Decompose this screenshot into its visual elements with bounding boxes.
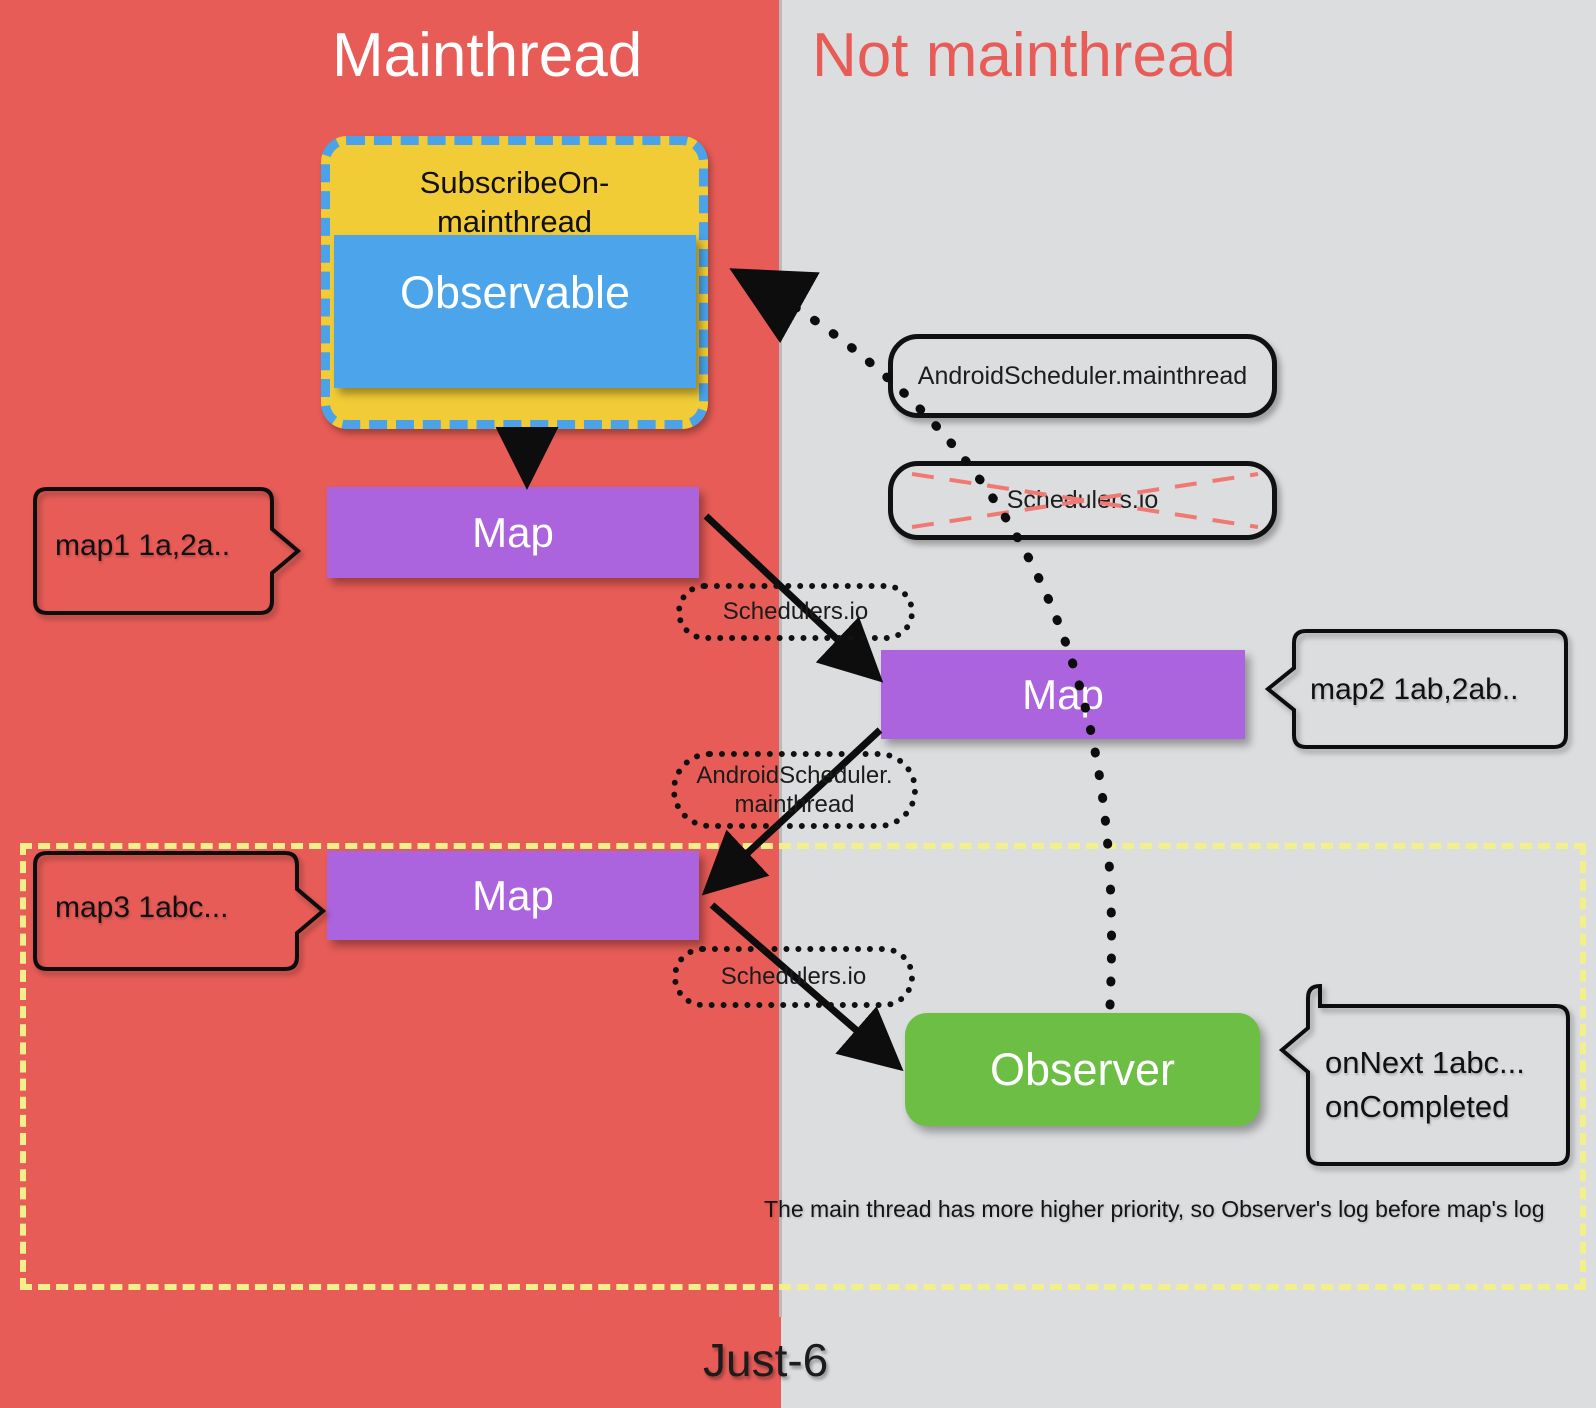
scheduler-box-androidscheduler-mainthread[interactable]: AndroidScheduler.mainthread bbox=[888, 334, 1277, 418]
subscribe-on-label-line1: SubscribeOn- bbox=[419, 165, 610, 200]
callout-map3-text: map3 1abc... bbox=[55, 891, 229, 925]
map-block-label: Map bbox=[472, 871, 554, 919]
tag-androidscheduler-mainthread[interactable]: AndroidScheduler. mainthread bbox=[671, 751, 918, 829]
callout-map3[interactable]: map3 1abc... bbox=[33, 853, 310, 963]
tag-schedulers-io-2-label: Schedulers.io bbox=[720, 963, 867, 990]
tag-android-line1: AndroidScheduler. bbox=[696, 761, 893, 789]
map-block-2[interactable]: Map bbox=[881, 650, 1245, 739]
subscribe-on-label-line2: mainthread bbox=[436, 204, 593, 240]
priority-caption: The main thread has more higher priority… bbox=[764, 1196, 1545, 1222]
callout-map2[interactable]: map2 1ab,2ab.. bbox=[1288, 631, 1568, 748]
subscribe-on-label: SubscribeOn- mainthread bbox=[330, 163, 699, 242]
observable-label: Observable bbox=[399, 267, 631, 318]
scheduler-box-label: Schedulers.io bbox=[1006, 486, 1159, 514]
scheduler-box-schedulers-io-disabled[interactable]: Schedulers.io bbox=[888, 461, 1277, 540]
tag-schedulers-io-2[interactable]: Schedulers.io bbox=[672, 946, 915, 1008]
tag-schedulers-io-1[interactable]: Schedulers.io bbox=[676, 583, 915, 641]
scheduler-box-label: AndroidScheduler.mainthread bbox=[917, 361, 1248, 390]
callout-observer[interactable]: onNext 1abc... onCompleted bbox=[1303, 1006, 1568, 1164]
observer-box[interactable]: Observer bbox=[905, 1013, 1260, 1126]
map-block-label: Map bbox=[472, 508, 554, 556]
tag-android-line2: mainthread bbox=[734, 791, 855, 818]
map-block-label: Map bbox=[1022, 670, 1104, 718]
not-mainthread-heading: Not mainthread bbox=[812, 21, 1236, 90]
callout-observer-text: onNext 1abc... onCompleted bbox=[1303, 1006, 1590, 1164]
callout-map1[interactable]: map1 1a,2a.. bbox=[33, 489, 285, 603]
callout-observer-oncompleted: onCompleted bbox=[1325, 1089, 1510, 1124]
callout-map2-text: map2 1ab,2ab.. bbox=[1310, 672, 1519, 706]
observable-box[interactable]: Observable bbox=[334, 235, 696, 388]
callout-observer-onnext: onNext 1abc... bbox=[1325, 1044, 1525, 1080]
observer-label: Observer bbox=[989, 1043, 1176, 1095]
map-block-1[interactable]: Map bbox=[327, 487, 699, 578]
mainthread-heading: Mainthread bbox=[332, 21, 643, 90]
callout-map1-text: map1 1a,2a.. bbox=[55, 529, 231, 563]
map-block-3[interactable]: Map bbox=[327, 851, 699, 940]
tag-androidscheduler-mainthread-label: AndroidScheduler. mainthread bbox=[696, 761, 892, 820]
diagram-footer-label: Just-6 bbox=[703, 1334, 829, 1386]
footer-band-left bbox=[0, 1317, 781, 1408]
tag-schedulers-io-1-label: Schedulers.io bbox=[722, 598, 869, 625]
